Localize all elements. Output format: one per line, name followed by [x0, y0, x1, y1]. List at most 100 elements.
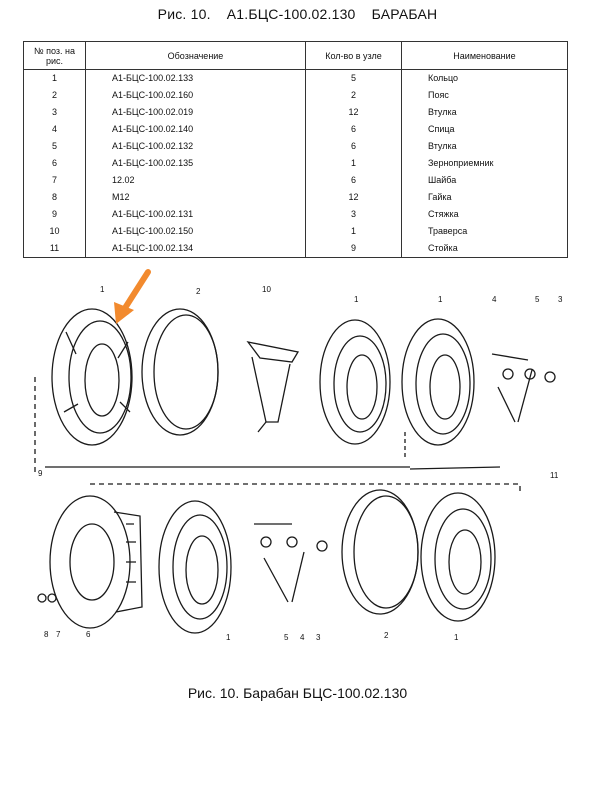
callout-label: 2 [384, 631, 389, 640]
cell-quantity: 6 [305, 138, 402, 155]
belt-part [141, 308, 219, 436]
cell-quantity: 3 [305, 206, 402, 223]
cell-designation: А1-БЦС-100.02.160 [85, 87, 306, 104]
cell-designation: 12.02 [85, 172, 306, 189]
spokes-and-bushings [254, 523, 328, 603]
cell-designation: А1-БЦС-100.02.133 [85, 69, 306, 87]
callout-label: 5 [284, 633, 289, 642]
cell-designation: А1-БЦС-100.02.019 [85, 104, 306, 121]
callout-label: 7 [56, 630, 61, 639]
cell-designation: А1-БЦС-100.02.135 [85, 155, 306, 172]
cell-part-name: Кольцо [401, 69, 568, 87]
spokes-and-bushings [491, 353, 556, 423]
cell-quantity: 12 [305, 189, 402, 206]
cell-quantity: 1 [305, 155, 402, 172]
cell-part-name: Гайка [401, 189, 568, 206]
cell-position-number: 6 [23, 155, 86, 172]
cell-position-number: 8 [23, 189, 86, 206]
callout-label: 1 [354, 295, 359, 304]
ring-part [51, 308, 133, 446]
cell-position-number: 9 [23, 206, 86, 223]
parts-table: № поз. на рис. Обозначение Кол-во в узле… [23, 41, 568, 258]
cell-quantity: 12 [305, 104, 402, 121]
cell-quantity: 9 [305, 240, 402, 258]
cell-position-number: 1 [23, 69, 86, 87]
callout-label: 1 [438, 295, 443, 304]
exploded-assembly-drawing: 1 2 10 1 1 4 5 3 9 11 6 7 8 1 5 4 3 2 1 [34, 269, 563, 642]
cell-part-name: Траверса [401, 223, 568, 240]
highlight-arrow [114, 269, 151, 324]
cell-quantity: 1 [305, 223, 402, 240]
callout-label: 1 [454, 633, 459, 642]
callout-label: 2 [196, 287, 201, 296]
cell-designation: А1-БЦС-100.02.134 [85, 240, 306, 258]
table-header-row: № поз. на рис. Обозначение Кол-во в узле… [23, 41, 568, 70]
callout-label: 3 [558, 295, 563, 304]
cell-part-name: Шайба [401, 172, 568, 189]
assembly-code: А1.БЦС-100.02.130 [226, 6, 356, 22]
cell-part-name: Стойка [401, 240, 568, 258]
cell-designation: А1-БЦС-100.02.140 [85, 121, 306, 138]
rack-rod [409, 466, 501, 470]
cell-position-number: 2 [23, 87, 86, 104]
cell-designation: А1-БЦС-100.02.132 [85, 138, 306, 155]
cell-part-name: Пояс [401, 87, 568, 104]
callout-label: 5 [535, 295, 540, 304]
callout-label: 4 [300, 633, 305, 642]
callout-label: 11 [550, 471, 559, 480]
cell-part-name: Стяжка [401, 206, 568, 223]
cell-part-name: Втулка [401, 104, 568, 121]
callout-label: 4 [492, 295, 497, 304]
grain-receiver-part [49, 495, 143, 629]
figure-number: Рис. 10. [157, 6, 211, 22]
callout-label: 1 [100, 285, 105, 294]
header-part-name: Наименование [401, 41, 568, 70]
cell-position-number: 4 [23, 121, 86, 138]
page-title: Рис. 10. А1.БЦС-100.02.130 БАРАБАН [0, 6, 595, 22]
header-designation: Обозначение [85, 41, 306, 70]
callout-label: 1 [226, 633, 231, 642]
belt-part [341, 489, 419, 615]
cell-quantity: 6 [305, 121, 402, 138]
cell-quantity: 5 [305, 69, 402, 87]
callout-label: 9 [38, 469, 43, 478]
header-position-number: № поз. на рис. [23, 41, 86, 70]
callout-label: 3 [316, 633, 321, 642]
ring-part [420, 492, 496, 622]
cell-part-name: Втулка [401, 138, 568, 155]
ring-part [401, 318, 475, 446]
assembly-name: БАРАБАН [371, 6, 438, 22]
cell-quantity: 6 [305, 172, 402, 189]
cell-designation: А1-БЦС-100.02.150 [85, 223, 306, 240]
callout-label: 10 [262, 285, 271, 294]
cell-designation: М12 [85, 189, 306, 206]
cell-position-number: 10 [23, 223, 86, 240]
cell-designation: А1-БЦС-100.02.131 [85, 206, 306, 223]
cell-quantity: 2 [305, 87, 402, 104]
callout-label: 8 [44, 630, 49, 639]
cell-part-name: Спица [401, 121, 568, 138]
cell-position-number: 11 [23, 240, 86, 258]
ring-part [158, 500, 232, 634]
ring-part [319, 319, 391, 445]
callout-label: 6 [86, 630, 91, 639]
cell-position-number: 3 [23, 104, 86, 121]
cell-part-name: Зерноприемник [401, 155, 568, 172]
figure-caption: Рис. 10. Барабан БЦС-100.02.130 [187, 685, 408, 701]
cell-position-number: 5 [23, 138, 86, 155]
traverse-part [246, 341, 300, 433]
header-quantity: Кол-во в узле [305, 41, 402, 70]
cell-position-number: 7 [23, 172, 86, 189]
